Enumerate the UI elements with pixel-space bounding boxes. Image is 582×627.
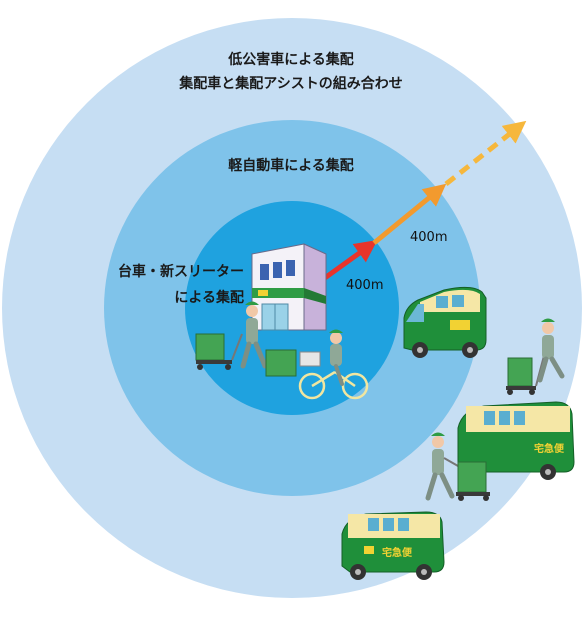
distance-label-first: 400m bbox=[346, 278, 384, 293]
van-right-lettering: 宅急便 bbox=[534, 442, 565, 455]
tricycle-courier-icon bbox=[265, 329, 369, 400]
middle-zone-label: 軽自動車による集配 bbox=[228, 158, 354, 174]
distance-label-second: 400m bbox=[410, 230, 448, 245]
outer-zone-label-line1: 低公害車による集配 bbox=[228, 52, 354, 68]
arrow-inner-to-middle bbox=[320, 240, 378, 283]
light-van-icon bbox=[403, 286, 487, 358]
arrow-middle-to-outer bbox=[372, 183, 447, 245]
walking-worker-right-icon bbox=[506, 318, 565, 395]
walking-worker-lower-icon bbox=[425, 432, 490, 501]
outer-zone-label-line2: 集配車と集配アシストの組み合わせ bbox=[179, 76, 403, 92]
inner-zone-label-line2: による集配 bbox=[174, 290, 244, 306]
van-bottom-lettering: 宅急便 bbox=[382, 546, 413, 559]
depot-building-icon bbox=[251, 243, 327, 331]
inner-zone-label-line1: 台車・新スリーター bbox=[118, 264, 244, 280]
worker-with-cart-icon bbox=[195, 301, 268, 370]
arrow-outer-extension bbox=[444, 120, 527, 186]
delivery-van-bottom-icon bbox=[341, 511, 445, 580]
